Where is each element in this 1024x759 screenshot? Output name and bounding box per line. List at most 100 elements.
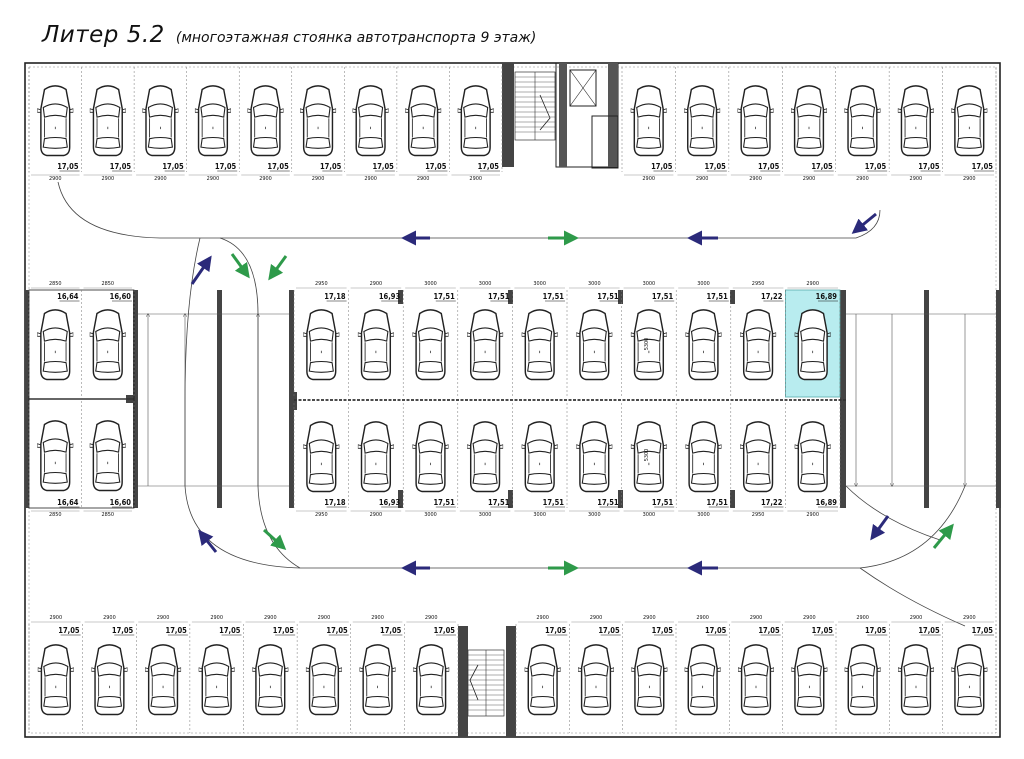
space-area-label: 17,05 (652, 626, 674, 635)
space-area-label: 17,51 (597, 292, 619, 301)
parking-row-bottom-left: 17,05290017,05290017,05290017,05290017,0… (28, 615, 459, 733)
car-icon (576, 309, 613, 381)
space-area-label: 17,05 (545, 626, 567, 635)
car-icon (413, 644, 450, 716)
space-area-label: 17,05 (215, 162, 237, 171)
space-width-dimension: 2900 (803, 176, 816, 182)
space-width-dimension: 2950 (315, 281, 328, 287)
car-icon (37, 309, 74, 381)
parking-space: 17,05 2900 (28, 67, 80, 182)
parking-spaces: 17,05 2900 17,05 2900 17,05 2900 17,05 2900 17,0… (28, 67, 997, 733)
car-icon (794, 309, 831, 381)
space-width-dimension: 3000 (643, 512, 656, 518)
car-icon (740, 421, 777, 493)
traffic-arrow-icon (268, 255, 288, 281)
space-width-dimension: 3000 (697, 512, 710, 518)
space-width-dimension: 2900 (157, 615, 170, 621)
car-icon (685, 421, 722, 493)
space-width-dimension: 2900 (749, 176, 762, 182)
space-width-dimension: 2900 (536, 615, 549, 621)
traffic-arrow-icon (230, 253, 250, 279)
space-width-dimension: 2900 (154, 176, 167, 182)
space-area-label: 17,05 (811, 162, 833, 171)
space-area-label: 17,22 (761, 498, 783, 507)
car-icon (357, 309, 394, 381)
ramp-left (138, 314, 289, 487)
space-area-label: 17,05 (478, 162, 500, 171)
car-icon (467, 421, 504, 493)
space-width-dimension: 2950 (752, 512, 765, 518)
car-icon (457, 85, 494, 157)
car-icon (303, 309, 340, 381)
car-icon (630, 85, 667, 157)
space-width-dimension: 2900 (49, 176, 62, 182)
space-area-label: 17,05 (812, 626, 834, 635)
parking-space: 17,05 2900 (782, 67, 834, 182)
parking-space: 17,05 2900 (186, 67, 238, 182)
space-width-dimension: 2850 (49, 512, 62, 518)
car-icon (684, 644, 721, 716)
space-area-label: 17,05 (57, 162, 79, 171)
space-area-label: 17,05 (972, 162, 994, 171)
car-icon (791, 85, 827, 157)
space-width-dimension: 2900 (207, 176, 220, 182)
space-area-label: 17,05 (705, 162, 727, 171)
space-area-label: 17,05 (267, 162, 289, 171)
space-width-dimension: 2900 (910, 615, 923, 621)
space-area-label: 17,05 (380, 626, 402, 635)
staircase-icon (514, 71, 556, 141)
car-icon (951, 644, 988, 716)
space-area-label: 17,51 (543, 498, 565, 507)
space-width-dimension: 2900 (643, 615, 656, 621)
space-width-dimension: 2850 (101, 512, 114, 518)
space-width-dimension: 2950 (752, 281, 765, 287)
space-width-dimension: 2900 (364, 176, 377, 182)
space-area-label: 17,05 (112, 626, 134, 635)
space-area-label: 17,51 (488, 292, 510, 301)
space-area-label: 17,51 (433, 498, 455, 507)
space-area-label: 16,89 (816, 292, 838, 301)
space-width-dimension: 2850 (101, 281, 114, 287)
space-area-label: 17,51 (652, 498, 674, 507)
space-area-label: 17,05 (110, 162, 132, 171)
space-width-dimension: 2900 (370, 512, 383, 518)
parking-space: 17,51 3000 (566, 281, 620, 397)
car-icon (578, 644, 614, 716)
space-width-dimension: 3000 (588, 512, 601, 518)
traffic-route (57, 181, 966, 627)
parking-space: 17,18 2950 (293, 281, 347, 397)
car-icon (791, 644, 828, 716)
car-icon (37, 420, 74, 492)
space-area-label: 17,18 (324, 292, 346, 301)
space-width-dimension: 2900 (696, 615, 709, 621)
car-icon (737, 85, 774, 157)
space-width-dimension: 3000 (588, 281, 601, 287)
ramp-right (846, 313, 996, 486)
space-area-label: 17,18 (324, 498, 346, 507)
car-icon (738, 644, 774, 716)
space-area-label: 17,05 (58, 626, 80, 635)
staircase-bottom (458, 626, 516, 737)
car-icon (145, 644, 182, 716)
car-icon (898, 644, 934, 716)
space-width-dimension: 3000 (424, 281, 437, 287)
space-width-dimension: 2900 (806, 512, 819, 518)
